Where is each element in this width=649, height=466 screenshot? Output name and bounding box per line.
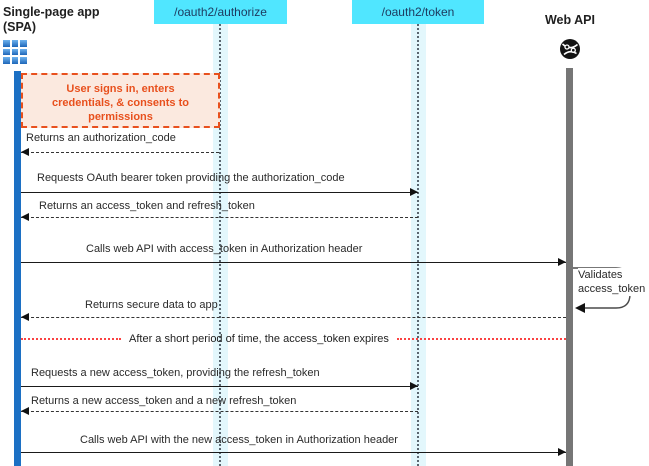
message-label: Calls web API with access_token in Autho… — [86, 243, 363, 255]
token-lifeline — [417, 24, 419, 466]
divider-line-left — [21, 338, 121, 340]
app-grid-icon — [3, 40, 27, 64]
arrowhead-left — [21, 407, 29, 415]
spa-activation-bar — [14, 71, 21, 466]
divider-line-right — [396, 338, 566, 340]
authorize-endpoint-box: /oauth2/authorize — [154, 0, 287, 24]
arrowhead-right — [410, 188, 418, 196]
webapi-activation-bar — [566, 68, 573, 466]
message-line — [21, 217, 418, 218]
divider-label: After a short period of time, the access… — [129, 333, 389, 345]
arrowhead-left — [21, 148, 29, 156]
spa-name-line1: Single-page app — [3, 5, 100, 19]
token-endpoint-box: /oauth2/token — [352, 0, 484, 24]
globe-icon — [560, 39, 580, 59]
message-line — [21, 411, 418, 412]
arrowhead-right — [558, 258, 566, 266]
authorize-lifeline — [219, 24, 221, 466]
arrowhead-left — [21, 313, 29, 321]
spa-actor-label: Single-page app (SPA) — [3, 5, 100, 35]
arrowhead-right — [410, 382, 418, 390]
message-label: Calls web API with the new access_token … — [80, 434, 398, 446]
message-line — [21, 262, 566, 263]
webapi-actor-label: Web API — [544, 13, 595, 27]
message-line — [21, 317, 566, 318]
token-expiry-divider: After a short period of time, the access… — [21, 332, 566, 346]
message-line — [21, 192, 418, 193]
spa-name-line2: (SPA) — [3, 20, 37, 34]
message-line — [21, 386, 418, 387]
message-label: Returns secure data to app — [85, 299, 218, 311]
self-message-label: Validates access_token — [578, 268, 649, 296]
user-signin-note: User signs in, enters credentials, & con… — [21, 73, 220, 128]
message-label: Returns a new access_token and a new ref… — [31, 395, 297, 407]
arrowhead-right — [558, 448, 566, 456]
message-label: Requests OAuth bearer token providing th… — [37, 172, 345, 184]
message-label: Returns an access_token and refresh_toke… — [39, 200, 255, 212]
arrowhead-left — [21, 213, 29, 221]
message-label: Requests a new access_token, providing t… — [31, 367, 320, 379]
message-line — [21, 452, 566, 453]
message-line — [21, 152, 219, 153]
message-label: Returns an authorization_code — [26, 132, 176, 144]
